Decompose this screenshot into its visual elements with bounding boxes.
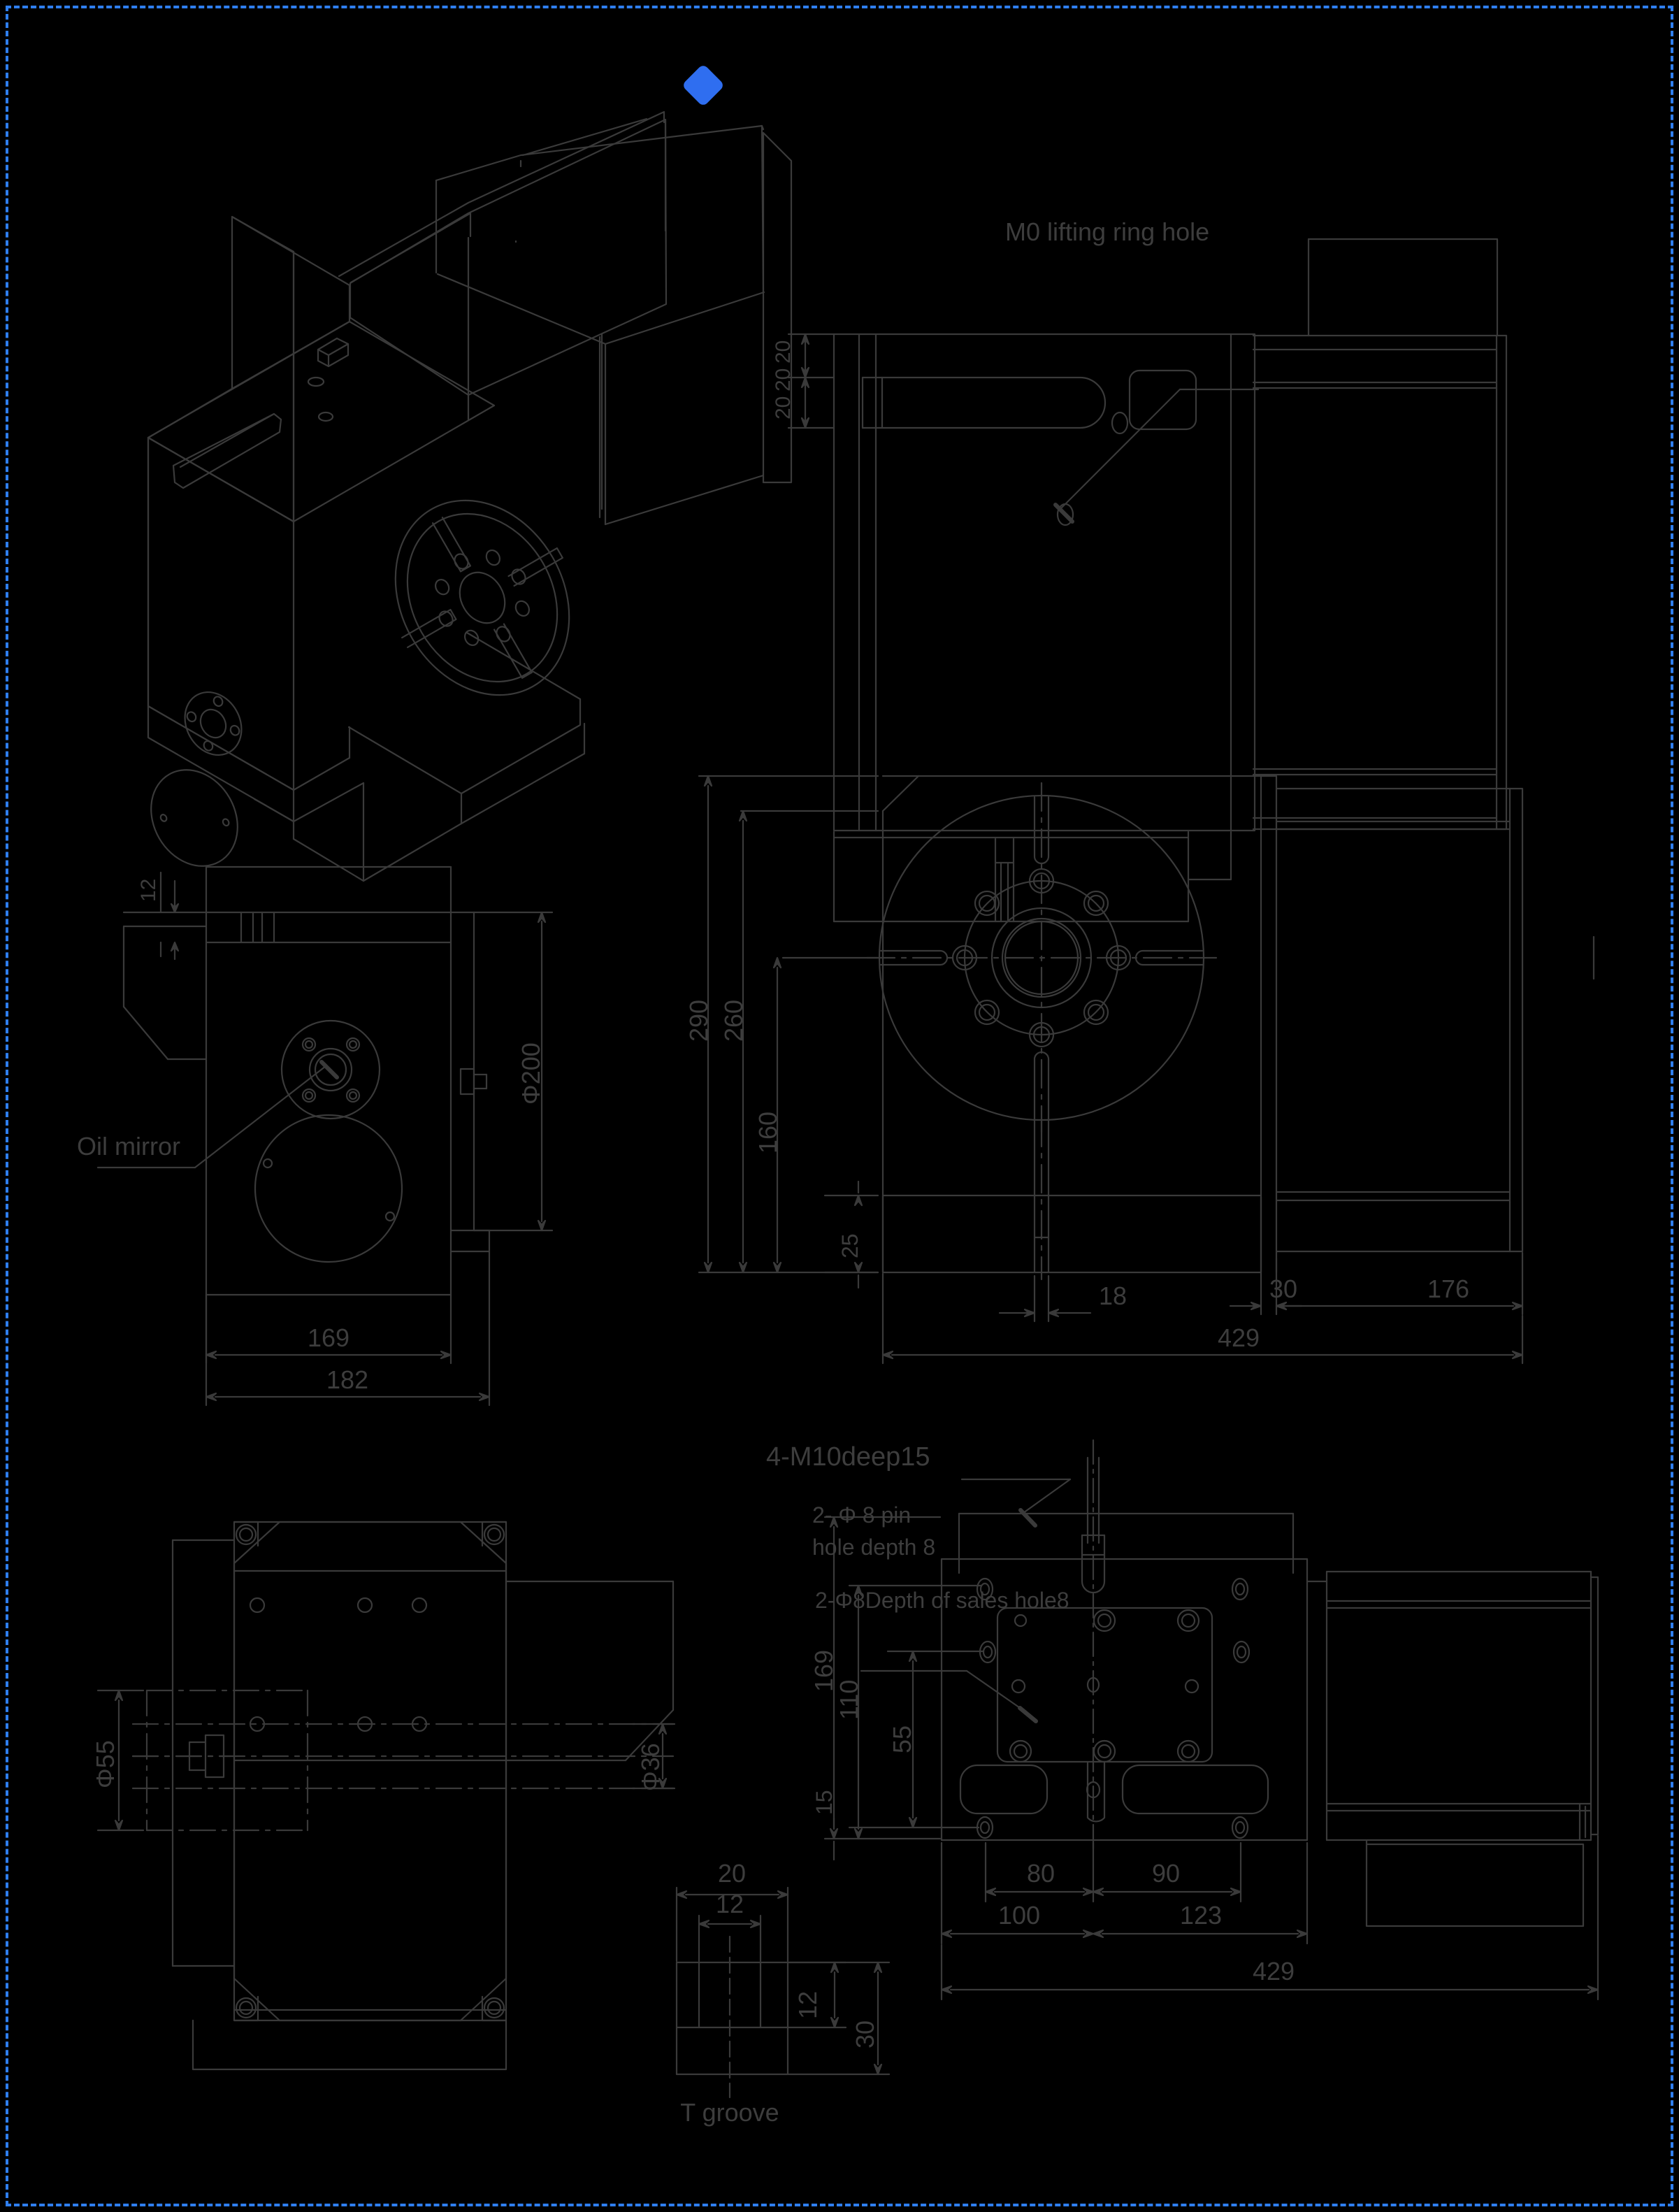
dim-top-20b: 20 — [772, 368, 795, 392]
dim-phi55: Φ55 — [91, 1740, 120, 1788]
dim-25-group — [823, 1180, 879, 1289]
dim-phi200-group — [473, 911, 554, 1232]
dim-bp-429-group — [940, 1834, 1599, 2001]
label-sales-hole: 2-Φ8Depth of sales hole8 — [815, 1588, 1069, 1613]
dim-18-group — [998, 1274, 1092, 1323]
dim-100: 100 — [998, 1901, 1040, 1930]
dim-80: 80 — [1027, 1859, 1055, 1888]
t-groove-detail-view — [675, 1886, 891, 2099]
dim-30-gap: 30 — [1269, 1274, 1297, 1303]
face-plate-view — [698, 775, 1595, 1365]
dim-mid-12: 12 — [137, 879, 160, 902]
dim-tg-12-width: 12 — [716, 1890, 744, 1918]
dim-bp-429: 429 — [1253, 1957, 1295, 1985]
dim-tg-30-group — [787, 1961, 891, 2076]
dim-top-20a: 20 — [772, 340, 795, 364]
dim-110: 110 — [835, 1680, 863, 1720]
dim-182: 182 — [326, 1365, 368, 1394]
top-plan-view — [823, 1439, 1599, 2001]
dim-15: 15 — [812, 1790, 837, 1815]
isometric-view — [147, 110, 793, 882]
dim-160-group — [772, 956, 879, 1274]
dim-15-group — [833, 1816, 980, 1861]
dim-18: 18 — [1099, 1281, 1127, 1310]
dim-290: 290 — [684, 1000, 713, 1042]
dim-176: 176 — [1427, 1274, 1469, 1303]
dim-top-20c: 20 — [772, 396, 795, 419]
label-oil-mirror: Oil mirror — [77, 1132, 180, 1161]
dim-phi200: Φ200 — [517, 1042, 545, 1105]
bottom-plan-view — [96, 1521, 676, 2071]
dim-12-group — [159, 871, 180, 961]
dim-tg-30: 30 — [851, 2020, 879, 2048]
label-t-groove: T groove — [680, 2098, 779, 2127]
dim-260-group — [738, 810, 879, 1274]
dim-tg-20-group — [675, 1890, 789, 1899]
dim-phi36: Φ36 — [636, 1743, 665, 1791]
dim-123: 123 — [1180, 1901, 1222, 1930]
dim-phi55-group — [96, 1689, 145, 1832]
dim-260: 260 — [719, 1000, 748, 1042]
dim-90: 90 — [1152, 1859, 1180, 1888]
dim-160: 160 — [754, 1112, 782, 1154]
dim-25: 25 — [837, 1233, 863, 1258]
dim-55: 55 — [888, 1725, 916, 1753]
dim-20-group — [787, 333, 835, 429]
label-pin-hole-2: hole depth 8 — [812, 1535, 935, 1560]
label-lifting-ring: M0 lifting ring hole — [1005, 217, 1209, 246]
dim-429-group — [881, 1272, 1524, 1365]
left-side-view — [96, 866, 554, 1407]
dim-tg-20: 20 — [718, 1859, 746, 1888]
dim-bp-169-group — [823, 1516, 942, 1840]
dim-176-group — [1275, 1251, 1524, 1316]
dim-phi36-group — [631, 1723, 676, 1790]
label-pin-hole-1: 2- Φ 8 pin — [812, 1502, 911, 1528]
dim-429-faceplate: 429 — [1218, 1323, 1260, 1352]
dim-182-group — [205, 1250, 491, 1407]
dim-80-90-group — [984, 1841, 1242, 1903]
dim-tg-12w-group — [698, 1919, 762, 1929]
dim-55-group — [886, 1650, 984, 1829]
dim-tg-12-height: 12 — [793, 1991, 822, 2019]
dim-100-123-group — [940, 1841, 1309, 1945]
dim-169-sideview: 169 — [308, 1323, 350, 1352]
dim-110-group — [848, 1584, 983, 1840]
label-m10-deep15: 4-M10deep15 — [766, 1442, 930, 1472]
dim-bp-169: 169 — [809, 1650, 838, 1692]
